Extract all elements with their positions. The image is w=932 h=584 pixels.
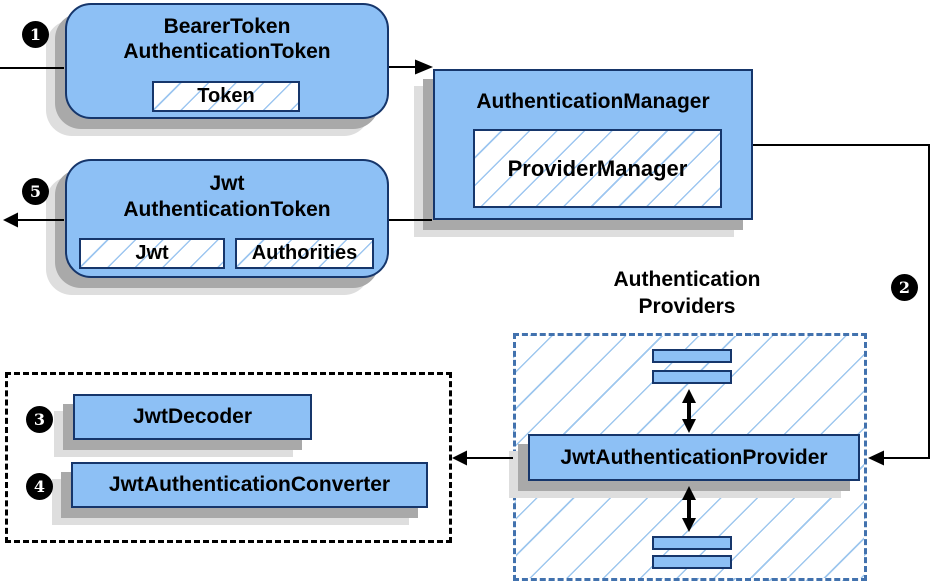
step-badge-1-label: 1	[29, 25, 42, 44]
authentication-providers-label-line2: Providers	[638, 295, 736, 318]
arrow-outgoing-token	[3, 212, 64, 228]
token-chip: Token	[152, 81, 300, 112]
node-jwt-decoder: JwtDecoder	[73, 394, 312, 440]
step-badge-1: 1	[22, 21, 49, 48]
jwt-token-title: Jwt AuthenticationToken	[67, 171, 387, 223]
provider-manager-chip-label: ProviderManager	[507, 155, 688, 181]
authentication-manager-title: AuthenticationManager	[435, 89, 751, 114]
authorities-chip-label: Authorities	[251, 242, 358, 264]
provider-manager-chip: ProviderManager	[473, 129, 722, 208]
step-badge-2-label: 2	[898, 278, 911, 297]
step-badge-2: 2	[891, 274, 918, 301]
jwt-token-title-line1: Jwt	[209, 172, 245, 195]
step-badge-5-label: 5	[29, 182, 42, 201]
authentication-manager-title-text: AuthenticationManager	[476, 90, 710, 113]
jwt-chip: Jwt	[79, 238, 225, 269]
bearer-token-title: BearerToken AuthenticationToken	[67, 14, 387, 64]
step-badge-4-label: 4	[33, 477, 46, 496]
authorities-chip: Authorities	[235, 238, 374, 269]
jwt-chip-label: Jwt	[135, 242, 169, 264]
jwt-support-components-group-box	[5, 372, 452, 543]
node-jwt-authentication-converter: JwtAuthenticationConverter	[71, 462, 428, 508]
jwt-authentication-converter-label: JwtAuthenticationConverter	[108, 473, 391, 496]
node-jwt-authentication-token: Jwt AuthenticationToken Jwt Authorities	[65, 159, 389, 278]
step-badge-3: 3	[26, 406, 53, 433]
other-provider-bar-bottom-1	[652, 536, 732, 550]
authentication-providers-label-line1: Authentication	[613, 268, 761, 291]
node-authentication-manager: AuthenticationManager ProviderManager	[433, 69, 753, 220]
bearer-token-title-line1: BearerToken	[163, 15, 291, 38]
jwt-decoder-label: JwtDecoder	[132, 405, 253, 428]
jwt-token-title-line2: AuthenticationToken	[123, 198, 331, 221]
step-badge-5: 5	[22, 178, 49, 205]
other-provider-bar-top-1	[652, 349, 732, 363]
arrow-provider-to-components	[452, 450, 513, 466]
arrow-bearer-to-manager	[389, 59, 433, 75]
other-provider-bar-top-2	[652, 370, 732, 384]
bearer-token-title-line2: AuthenticationToken	[123, 40, 331, 63]
other-provider-bar-bottom-2	[652, 555, 732, 569]
step-badge-4: 4	[26, 473, 53, 500]
token-chip-label: Token	[197, 85, 255, 107]
node-jwt-authentication-provider: JwtAuthenticationProvider	[528, 434, 860, 481]
jwt-authentication-provider-label: JwtAuthenticationProvider	[560, 445, 828, 469]
authentication-providers-label: Authentication Providers	[562, 266, 812, 320]
node-bearer-token-authentication-token: BearerToken AuthenticationToken Token	[65, 3, 389, 119]
step-badge-3-label: 3	[33, 410, 46, 429]
